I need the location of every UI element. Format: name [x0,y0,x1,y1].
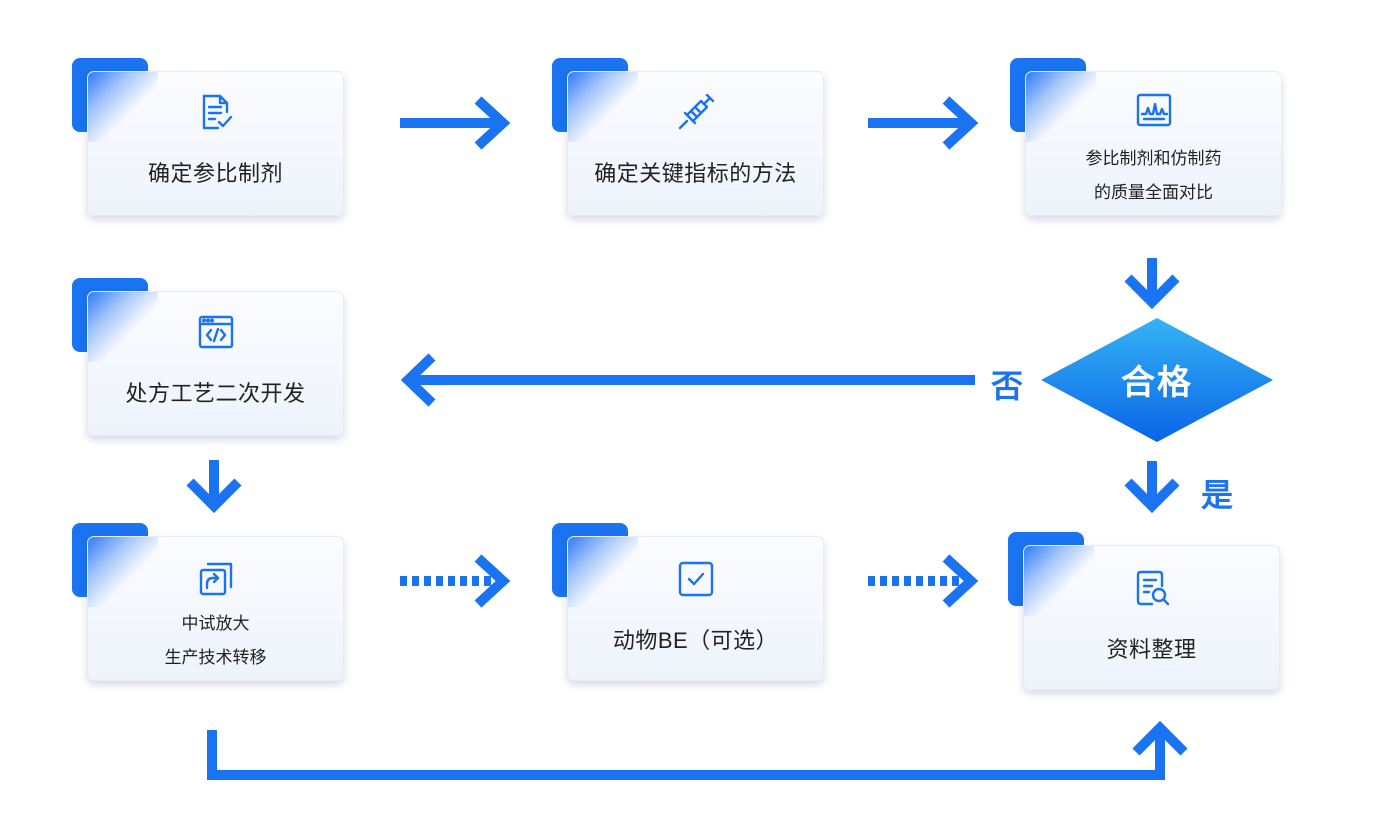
node-label: 确定参比制剂 [147,161,283,186]
decision-label: 合格 [1121,364,1193,402]
document-search-icon [1132,568,1172,608]
node-card: 确定参比制剂 [87,71,344,216]
arrow-n4-to-n5 [186,460,242,514]
node-label-line1: 中试放大 [181,614,250,633]
step-node-pilot-scale: 中试放大 生产技术转移 [72,523,344,681]
step-node-formulation-redevelopment: 处方工艺二次开发 [72,278,344,436]
dashed-arrow-n6-to-n7 [868,554,979,608]
step-node-confirm-method: 确定关键指标的方法 [552,58,824,216]
arrow-decision-to-n7 [1124,461,1180,514]
node-card: 动物BE（可选） [567,536,824,681]
code-window-icon [196,312,236,352]
node-card: 中试放大 生产技术转移 [87,536,344,681]
arrow-n5-to-n7-bottom [207,720,1188,780]
decision-diamond [1041,318,1273,442]
node-label: 动物BE（可选） [612,628,779,653]
checkbox-icon [676,559,716,599]
yes-branch-label: 是 [1201,477,1234,513]
node-label: 中试放大 生产技术转移 [88,607,343,675]
step-node-animal-be: 动物BE（可选） [552,523,824,681]
node-label: 参比制剂和仿制药 的质量全面对比 [1026,142,1281,210]
arrow-n1-to-n2 [400,96,511,150]
step-node-quality-comparison: 参比制剂和仿制药 的质量全面对比 [1010,58,1282,216]
step-node-confirm-reference: 确定参比制剂 [72,58,344,216]
syringe-icon [676,92,716,132]
transfer-icon [196,559,236,599]
no-branch-label: 否 [991,368,1024,404]
node-card: 参比制剂和仿制药 的质量全面对比 [1025,71,1282,216]
arrow-n3-to-decision [1124,258,1180,310]
node-card: 确定关键指标的方法 [567,71,824,216]
arrow-decision-to-n4 [400,353,975,407]
node-label: 处方工艺二次开发 [125,381,306,406]
node-label: 确定关键指标的方法 [594,161,797,186]
dashed-arrow-n5-to-n6 [400,554,511,608]
step-node-document-compilation: 资料整理 [1008,532,1280,690]
node-label: 资料整理 [1106,637,1197,662]
node-label-line1: 参比制剂和仿制药 [1085,149,1222,168]
node-label-line2: 的质量全面对比 [1094,183,1213,202]
chart-compare-icon [1134,90,1174,130]
arrow-n2-to-n3 [868,96,979,150]
node-label-line2: 生产技术转移 [164,648,267,667]
node-card: 资料整理 [1023,545,1280,690]
node-card: 处方工艺二次开发 [87,291,344,436]
document-check-icon [196,92,236,132]
